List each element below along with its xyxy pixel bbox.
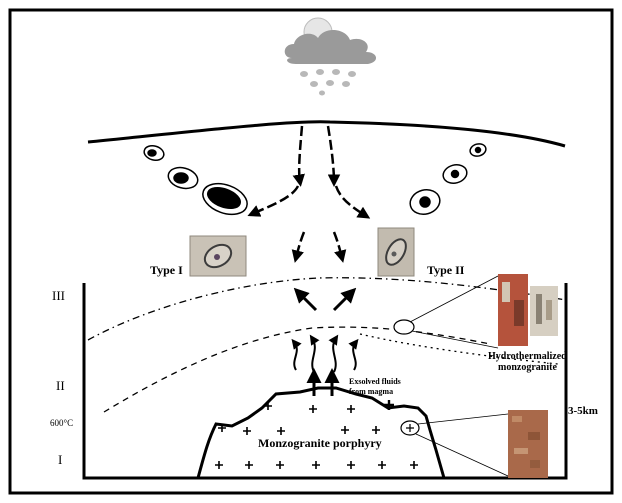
depth-label: 3-5km (568, 405, 598, 417)
short-upward-arrows (306, 368, 340, 396)
fluid-inclusions-right (409, 143, 487, 215)
crust-box (82, 283, 568, 480)
porphyry-sample-cross (406, 424, 414, 432)
type-1-inclusion-photo (189, 235, 247, 277)
zone-1-label: I (58, 452, 62, 467)
callout-line (415, 433, 509, 477)
exsolved-fluid-arrows (291, 334, 359, 373)
hydrothermalized-label-line1: Hydrothermalized (488, 351, 567, 362)
callout-line (411, 330, 499, 349)
porphyry-label: Monzogranite porphyry (258, 436, 382, 450)
rain-icon (300, 69, 356, 96)
upward-flow-arrows (293, 287, 357, 312)
hydrothermal-rock-photo (498, 274, 558, 346)
cloud-icon (284, 29, 377, 64)
type-1-label: Type I (150, 263, 183, 277)
ground-surface (87, 120, 566, 148)
temperature-label: 600°C (50, 418, 73, 428)
porphyry-crosses (215, 400, 418, 469)
zone-boundary-lower (103, 326, 491, 413)
porphyry-rock-photo (508, 410, 548, 478)
type-2-label: Type II (427, 263, 465, 277)
exsolved-fluids-label-line1: Exsolved fluids (349, 377, 401, 386)
porphyry-intrusion (196, 386, 446, 479)
type-2-inclusion-photo (377, 227, 415, 277)
callout-line (409, 275, 499, 323)
zone-3-label: III (52, 288, 65, 303)
exsolved-fluids-label-line2: from magma (349, 387, 393, 396)
hydrothermalized-label-line2: monzogranite (498, 362, 557, 373)
hydrothermal-sample-marker (393, 319, 415, 335)
weather-icon (284, 17, 377, 96)
fluid-inclusions-left (143, 145, 248, 216)
meteoric-flow-arrows (247, 125, 371, 263)
zone-boundary-upper (87, 277, 567, 341)
outer-frame (8, 8, 614, 495)
zone-2-label: II (56, 378, 65, 393)
callout-line (417, 413, 509, 425)
